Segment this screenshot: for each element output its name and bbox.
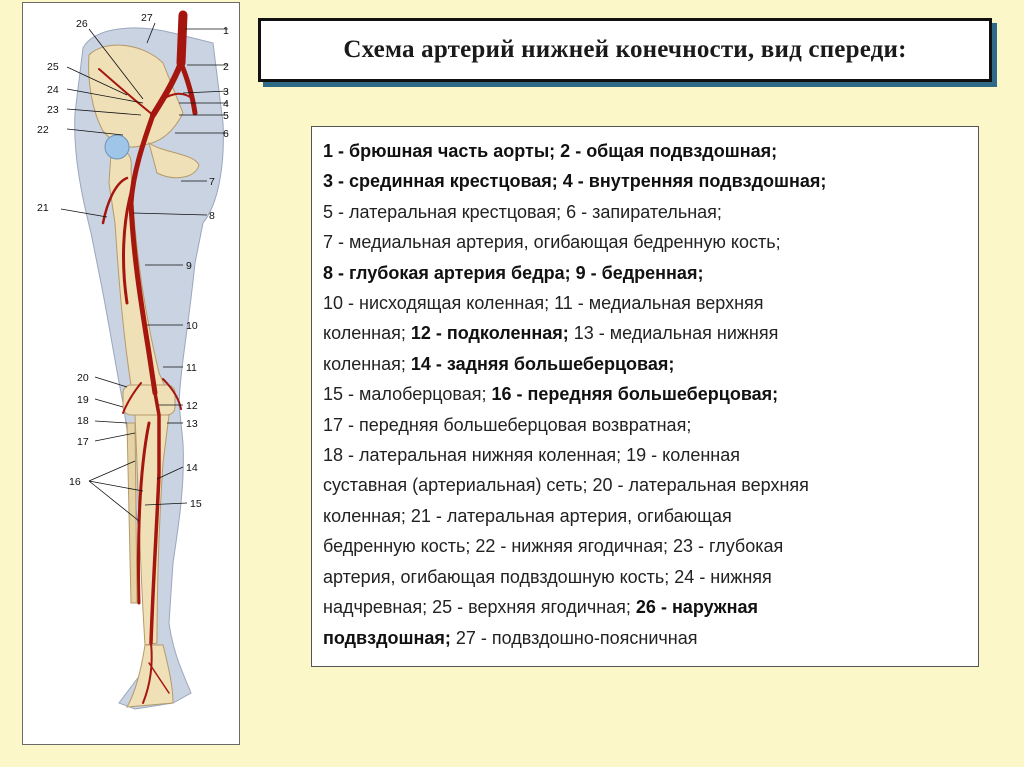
label-8: 8 (209, 210, 215, 222)
label-17: 17 (77, 436, 89, 448)
label-21: 21 (37, 202, 49, 214)
legend-line: 1 - брюшная часть аорты; 2 - общая подвз… (323, 136, 968, 166)
legend-term-bold: 8 - глубокая артерия бедра; 9 - бедренна… (323, 262, 704, 283)
legend-line: коленная; 12 - подколенная; 13 - медиаль… (323, 318, 968, 348)
labels-right: 1 2 3 4 5 6 7 8 9 10 11 12 13 14 15 (186, 25, 229, 510)
label-2: 2 (223, 61, 229, 73)
legend-line: 3 - срединная крестцовая; 4 - внутренняя… (323, 166, 968, 196)
legend-term: 7 - медиальная артерия, огибающая бедрен… (323, 232, 781, 253)
title-box: Схема артерий нижней конечности, вид спе… (258, 18, 992, 82)
legend-term: артерия, огибающая подвздошную кость; 24… (323, 566, 772, 587)
legend-term: 17 - передняя большеберцовая возвратная; (323, 414, 692, 435)
legend-line: 15 - малоберцовая; 16 - передняя большеб… (323, 379, 968, 409)
legend-term-bold: 16 - передняя большеберцовая; (491, 384, 779, 405)
legend-term: коленная; (323, 353, 411, 374)
legend-line: 8 - глубокая артерия бедра; 9 - бедренна… (323, 258, 968, 288)
legend-line: коленная; 14 - задняя большеберцовая; (323, 349, 968, 379)
legend-term-bold: 3 - срединная крестцовая; 4 - внутренняя… (323, 171, 827, 192)
legend-term-bold: 1 - брюшная часть аорты; 2 - общая подвз… (323, 141, 778, 161)
label-12: 12 (186, 400, 198, 412)
label-25: 25 (47, 61, 59, 73)
label-18: 18 (77, 415, 89, 427)
label-14: 14 (186, 462, 198, 474)
label-26: 26 (76, 18, 88, 30)
label-5: 5 (223, 110, 229, 122)
label-3: 3 (223, 86, 229, 98)
legend-term: бедренную кость; 22 - нижняя ягодичная; … (323, 536, 784, 557)
legend-term: коленная; (323, 323, 411, 344)
legend-line: 7 - медиальная артерия, огибающая бедрен… (323, 227, 968, 257)
label-9: 9 (186, 260, 192, 272)
legend-line: 5 - латеральная крестцовая; 6 - запирате… (323, 197, 968, 227)
legend-line: суставная (артериальная) сеть; 20 - лате… (323, 470, 968, 500)
label-27: 27 (141, 12, 153, 24)
label-15: 15 (190, 498, 202, 510)
legend-term-bold: 26 - наружная (635, 597, 758, 618)
legend-term: 18 - латеральная нижняя коленная; 19 - к… (323, 445, 740, 466)
legend-term: надчревная; 25 - верхняя ягодичная; (323, 597, 636, 618)
legend-term-bold: 14 - задняя большеберцовая; (410, 353, 675, 374)
legend-line: надчревная; 25 - верхняя ягодичная; 26 -… (323, 592, 968, 622)
label-7: 7 (209, 176, 215, 188)
label-22: 22 (37, 124, 49, 136)
label-4: 4 (223, 98, 229, 110)
legend-term: 27 - подвздошно-поясничная (450, 627, 698, 648)
legend-line: артерия, огибающая подвздошную кость; 24… (323, 562, 968, 592)
legend-line: бедренную кость; 22 - нижняя ягодичная; … (323, 531, 968, 561)
legend-line: 17 - передняя большеберцовая возвратная; (323, 410, 968, 440)
label-23: 23 (47, 104, 59, 116)
legend-term: коленная; 21 - латеральная артерия, огиб… (323, 505, 732, 526)
anatomy-illustration: 1 2 3 4 5 6 7 8 9 10 11 12 13 14 15 (22, 2, 240, 745)
label-24: 24 (47, 84, 59, 96)
legend-term: суставная (артериальная) сеть; 20 - лате… (323, 475, 809, 496)
label-11: 11 (186, 362, 197, 374)
arteries (98, 10, 198, 704)
legend-term-bold: подвздошная; (323, 627, 451, 648)
label-10: 10 (186, 320, 198, 332)
legend-line: 10 - нисходящая коленная; 11 - медиальна… (323, 288, 968, 318)
label-13: 13 (186, 418, 198, 430)
legend-term-bold: 12 - подколенная; (410, 323, 569, 344)
legend-box: 1 - брюшная часть аорты; 2 - общая подвз… (311, 126, 979, 667)
label-1: 1 (223, 25, 229, 37)
legend-list: 1 - брюшная часть аорты; 2 - общая подвз… (323, 136, 968, 653)
legend-line: коленная; 21 - латеральная артерия, огиб… (323, 501, 968, 531)
legend-term: 13 - медиальная нижняя (568, 323, 779, 344)
label-19: 19 (77, 394, 89, 406)
label-6: 6 (223, 128, 229, 140)
legend-term: 5 - латеральная крестцовая; 6 - запирате… (323, 201, 722, 222)
legend-line: 18 - латеральная нижняя коленная; 19 - к… (323, 440, 968, 470)
label-16: 16 (69, 476, 81, 488)
page-title: Схема артерий нижней конечности, вид спе… (343, 36, 907, 63)
labels-left: 26 27 25 24 23 22 21 20 19 18 17 16 (37, 12, 153, 488)
legend-line: подвздошная; 27 - подвздошно-поясничная (323, 623, 968, 653)
legend-term: 10 - нисходящая коленная; 11 - медиальна… (323, 293, 764, 314)
label-20: 20 (77, 372, 89, 384)
legend-term: 15 - малоберцовая; (323, 384, 492, 405)
